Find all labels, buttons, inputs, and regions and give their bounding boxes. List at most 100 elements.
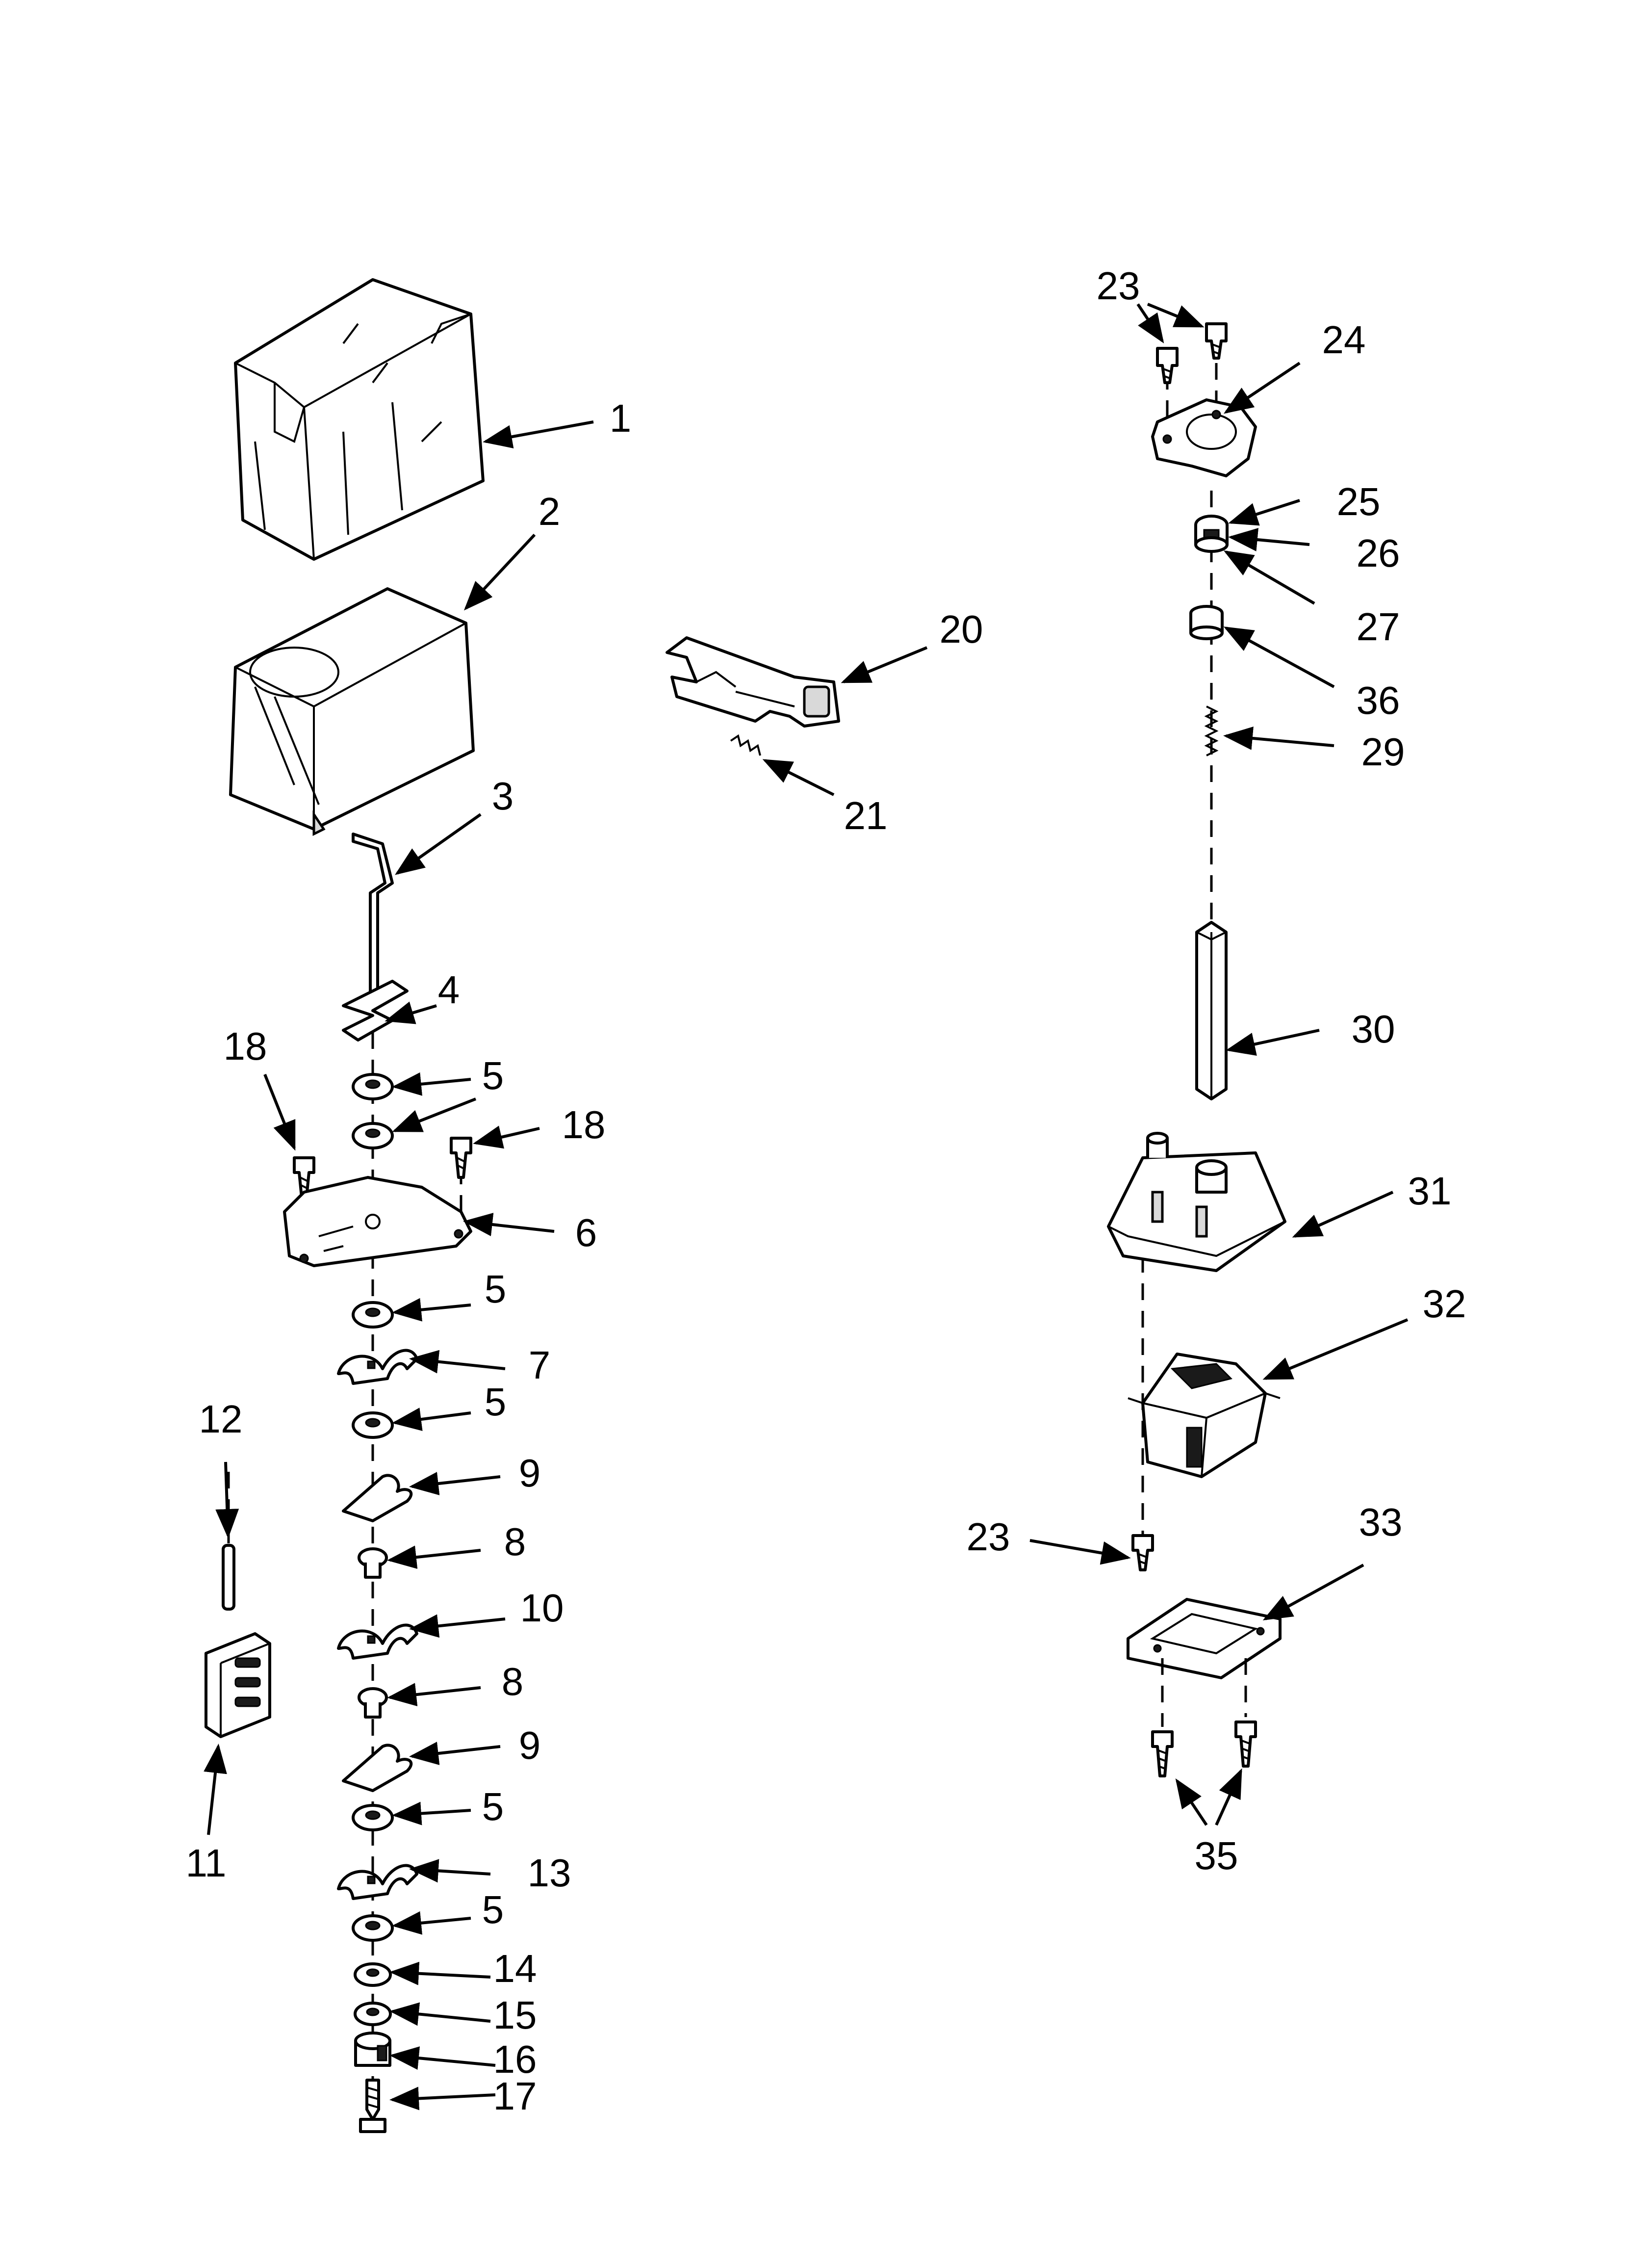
callout-18b: 18 (562, 1103, 606, 1147)
callout-24: 24 (1322, 318, 1366, 362)
leader-23a-2 (1147, 303, 1205, 328)
part-pin-12 (222, 1544, 235, 1611)
callout-14: 14 (493, 1947, 537, 1990)
part-crank-bracket (342, 980, 409, 1042)
part-spring-29 (1204, 705, 1219, 756)
part-gasket-33 (1127, 1598, 1282, 1679)
leader-11 (204, 1744, 227, 1835)
part-spacer-8b (358, 1687, 388, 1719)
leader-20 (841, 646, 928, 683)
leader-21 (762, 759, 835, 796)
callout-3: 3 (492, 774, 514, 818)
leader-25 (1228, 499, 1300, 526)
part-washer-5e (352, 1804, 394, 1831)
leader-32 (1262, 1318, 1409, 1380)
leader-1 (483, 420, 594, 448)
callout-4: 4 (438, 968, 460, 1012)
callout-16: 16 (493, 2037, 537, 2081)
callout-36: 36 (1357, 678, 1400, 722)
leader-6 (463, 1213, 555, 1236)
callout-5d: 5 (482, 1785, 504, 1828)
leader-35b (1215, 1768, 1242, 1826)
callout-29: 29 (1361, 730, 1405, 774)
callout-18a: 18 (224, 1024, 267, 1068)
part-blade-9a (342, 1474, 413, 1522)
leader-4 (385, 1001, 437, 1024)
callout-8a: 8 (504, 1520, 526, 1564)
callout-7: 7 (529, 1343, 551, 1387)
callout-27: 27 (1357, 605, 1400, 649)
callout-6: 6 (575, 1211, 597, 1254)
callout-17: 17 (493, 2074, 537, 2118)
part-crank-rod (352, 833, 394, 997)
leader-2 (463, 533, 536, 611)
leader-27 (1223, 550, 1315, 605)
leader-10 (409, 1614, 506, 1638)
leader-7 (409, 1350, 506, 1374)
callout-9a: 9 (519, 1451, 541, 1495)
part-nut-16 (354, 2032, 391, 2067)
callout-31: 31 (1408, 1169, 1452, 1213)
leader-9a (409, 1472, 501, 1495)
leader-15 (389, 2002, 491, 2026)
part-bracket-20 (666, 636, 840, 728)
callout-30: 30 (1352, 1007, 1395, 1051)
part-cap-36 (1189, 605, 1224, 640)
leader-26 (1228, 528, 1310, 551)
callout-9b: 9 (519, 1723, 541, 1767)
callout-15: 15 (493, 1993, 537, 2037)
part-bearing-plate (283, 1176, 472, 1267)
leader-24 (1224, 362, 1301, 414)
callout-25: 25 (1337, 480, 1381, 523)
part-motor-32 (1128, 1353, 1281, 1478)
callout-20: 20 (940, 607, 983, 651)
callout-33: 33 (1359, 1500, 1403, 1544)
leader-33 (1262, 1564, 1364, 1620)
leader-5b (392, 1097, 477, 1132)
leader-16 (389, 2046, 496, 2070)
leader-9b (409, 1742, 501, 1765)
part-washer-15 (354, 2002, 392, 2026)
part-blade-7 (337, 1349, 418, 1385)
part-housing-31 (1107, 1132, 1286, 1272)
part-washer-5d (352, 1411, 394, 1439)
part-screw-23c (1131, 1534, 1154, 1571)
part-washer-14 (354, 1962, 392, 1987)
callout-5e: 5 (482, 1888, 504, 1931)
part-washer-5b (352, 1122, 394, 1149)
leader-3 (395, 813, 482, 875)
callout-21: 21 (844, 794, 888, 837)
leader-8b (387, 1683, 481, 1707)
leader-8a (387, 1545, 481, 1569)
leader-31 (1292, 1191, 1394, 1238)
part-screw-17 (359, 2079, 386, 2133)
callout-8b: 8 (502, 1660, 524, 1703)
part-washer-5a (352, 1073, 394, 1100)
callout-23a: 23 (1097, 264, 1140, 308)
leader-17 (389, 2086, 496, 2111)
callout-5c: 5 (485, 1380, 507, 1424)
callout-10: 10 (520, 1586, 564, 1630)
leader-5c (392, 1298, 471, 1322)
leader-5d (392, 1408, 471, 1431)
callout-32: 32 (1423, 1282, 1466, 1326)
leader-14 (389, 1961, 491, 1985)
part-mount-plate-24 (1151, 398, 1257, 477)
part-auger-housing (229, 587, 475, 836)
part-screw-23b (1205, 322, 1228, 360)
part-screw-23a (1156, 347, 1179, 384)
callout-1: 1 (610, 396, 632, 440)
callout-2: 2 (539, 490, 561, 533)
callout-35: 35 (1195, 1834, 1238, 1877)
leader-36 (1223, 626, 1335, 688)
part-block-11 (205, 1632, 271, 1738)
callout-26: 26 (1357, 531, 1400, 575)
part-spacer-8a (358, 1547, 388, 1579)
leader-13 (409, 1859, 491, 1883)
callout-12: 12 (199, 1397, 243, 1441)
part-switch-25-27 (1194, 515, 1229, 553)
part-screw-35a (1151, 1730, 1174, 1777)
leader-23a-1 (1136, 303, 1164, 343)
leader-18b (473, 1125, 540, 1149)
